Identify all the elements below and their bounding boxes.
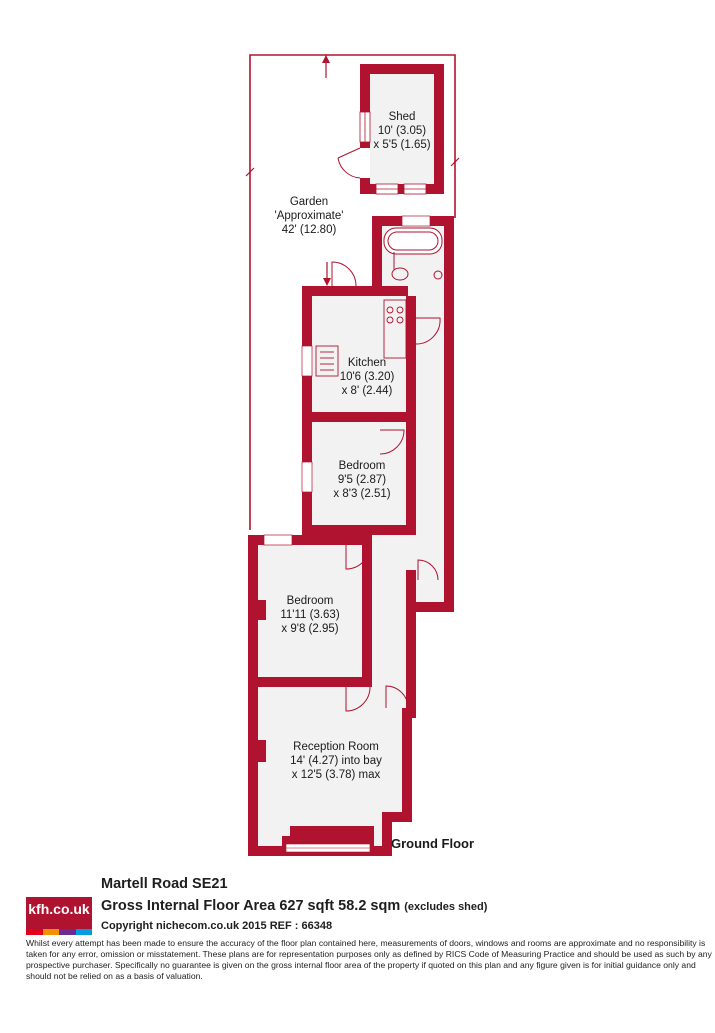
svg-text:x 9'8 (2.95): x 9'8 (2.95) xyxy=(281,623,338,635)
svg-text:10' (3.05): 10' (3.05) xyxy=(378,125,426,137)
garden-arrow-icon xyxy=(322,55,330,63)
shed xyxy=(337,64,444,195)
floor-area-note: (excludes shed) xyxy=(404,901,488,913)
svg-text:Garden: Garden xyxy=(290,196,328,208)
bathroom-fixtures xyxy=(383,227,443,281)
floor-label: Ground Floor xyxy=(391,836,474,851)
svg-text:9'5 (2.87): 9'5 (2.87) xyxy=(338,474,386,486)
svg-text:42' (12.80): 42' (12.80) xyxy=(282,224,337,236)
svg-text:Kitchen: Kitchen xyxy=(348,357,386,369)
disclaimer: Whilst every attempt has been made to en… xyxy=(26,938,712,981)
floor-area: Gross Internal Floor Area 627 sqft 58.2 … xyxy=(101,898,487,914)
internal-walls xyxy=(248,286,416,812)
garden-boundary xyxy=(249,54,456,530)
svg-text:Bedroom: Bedroom xyxy=(287,595,334,607)
svg-text:x 8'3 (2.51): x 8'3 (2.51) xyxy=(333,488,390,500)
svg-text:'Approximate': 'Approximate' xyxy=(275,210,344,222)
kitchen-label: Kitchen 10'6 (3.20) x 8' (2.44) xyxy=(340,357,395,397)
svg-text:x 8' (2.44): x 8' (2.44) xyxy=(342,385,393,397)
floor-plan: Shed 10' (3.05) x 5'5 (1.65) Garden 'App… xyxy=(245,54,474,856)
svg-text:Bedroom: Bedroom xyxy=(339,460,386,472)
doors xyxy=(331,252,441,712)
svg-text:10'6 (3.20): 10'6 (3.20) xyxy=(340,371,395,383)
svg-text:11'11 (3.63): 11'11 (3.63) xyxy=(280,609,339,621)
bedroom-2-label: Bedroom 11'11 (3.63) x 9'8 (2.95) xyxy=(280,595,339,635)
entry-arrow-icon xyxy=(323,278,331,286)
svg-text:x 12'5 (3.78) max: x 12'5 (3.78) max xyxy=(292,769,381,781)
fireplaces xyxy=(258,600,266,762)
property-address: Martell Road SE21 xyxy=(101,876,228,892)
svg-text:Reception Room: Reception Room xyxy=(293,741,379,753)
bay-window xyxy=(282,836,374,856)
reception-label: Reception Room 14' (4.27) into bay x 12'… xyxy=(290,741,382,781)
copyright: Copyright nichecom.co.uk 2015 REF : 6634… xyxy=(101,920,333,932)
svg-text:14' (4.27) into bay: 14' (4.27) into bay xyxy=(290,755,382,767)
floor-area-main: Gross Internal Floor Area 627 sqft 58.2 … xyxy=(101,898,401,914)
shed-label: Shed 10' (3.05) x 5'5 (1.65) xyxy=(373,111,430,151)
kitchen-fixtures xyxy=(315,299,407,377)
logo-text: kfh.co.uk xyxy=(28,901,90,917)
garden-label: Garden 'Approximate' 42' (12.80) xyxy=(275,196,344,236)
svg-text:Shed: Shed xyxy=(389,111,416,123)
windows xyxy=(263,215,431,546)
kfh-logo: kfh.co.uk xyxy=(26,897,92,935)
svg-text:x 5'5 (1.65): x 5'5 (1.65) xyxy=(373,139,430,151)
bedroom-1-label: Bedroom 9'5 (2.87) x 8'3 (2.51) xyxy=(333,460,390,500)
